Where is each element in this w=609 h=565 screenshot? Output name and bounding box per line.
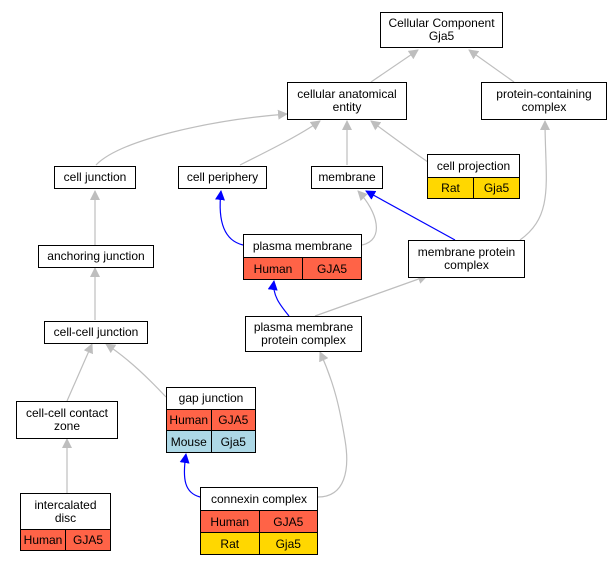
- node-label: plasma membrane protein complex: [253, 320, 354, 347]
- annotation-plasma-membrane: Human GJA5: [243, 257, 362, 280]
- node-plasma-membrane[interactable]: plasma membrane: [243, 234, 362, 258]
- node-label: cellular anatomical entity: [297, 87, 397, 114]
- annotation-connexin-rat: Rat Gja5: [200, 532, 318, 555]
- species-mouse: Mouse: [167, 431, 211, 452]
- edge-plasma-membrane-to-membrane: [357, 190, 377, 246]
- node-anchoring-junction[interactable]: anchoring junction: [38, 245, 154, 268]
- edge-contact-zone-to-cell-cell-junction: [66, 343, 93, 402]
- node-cell-cell-junction[interactable]: cell-cell junction: [44, 321, 148, 344]
- species-rat: Rat: [201, 533, 259, 554]
- annotation-gap-junction-human: Human GJA5: [166, 409, 256, 431]
- node-connexin-complex[interactable]: connexin complex: [200, 487, 318, 511]
- node-cell-junction[interactable]: cell junction: [54, 166, 136, 189]
- edge-cae-to-cellular-component: [370, 49, 419, 83]
- node-membrane-protein-complex[interactable]: membrane protein complex: [408, 240, 525, 278]
- node-cellular-component[interactable]: Cellular Component Gja5: [380, 12, 503, 48]
- edge-pcc-to-cellular-component: [468, 49, 515, 83]
- annotation-connexin-human: Human GJA5: [200, 510, 318, 533]
- node-cell-periphery[interactable]: cell periphery: [178, 166, 267, 189]
- node-cell-cell-contact-zone[interactable]: cell-cell contact zone: [16, 401, 118, 439]
- node-protein-containing-complex[interactable]: protein-containing complex: [481, 82, 607, 120]
- gene-gja5: GJA5: [65, 530, 110, 550]
- edge-connexin-to-gap-junction: [179, 453, 201, 498]
- node-label: plasma membrane: [252, 238, 353, 253]
- edge-mpc-to-membrane: [365, 190, 456, 241]
- species-human: Human: [167, 410, 211, 430]
- edge-plasma-membrane-to-cell-periphery: [215, 190, 244, 246]
- node-label: membrane: [318, 170, 376, 184]
- node-label: membrane protein complex: [417, 245, 516, 272]
- node-label: Cellular Component Gja5: [388, 16, 495, 43]
- edge-cell-projection-to-cae: [370, 120, 429, 163]
- edge-connexin-to-pmpc: [317, 351, 348, 498]
- node-membrane[interactable]: membrane: [311, 166, 383, 189]
- edge-cell-junction-to-cae: [95, 109, 288, 166]
- edge-mpc-to-pcc: [519, 120, 551, 241]
- annotation-intercalated-disc: Human GJA5: [20, 529, 111, 551]
- node-label: cell-cell contact zone: [25, 406, 109, 433]
- node-label: connexin complex: [210, 491, 308, 506]
- gene-gja5: Gja5: [258, 533, 317, 554]
- node-cellular-anatomical-entity[interactable]: cellular anatomical entity: [287, 82, 407, 120]
- edge-pmpc-to-plasma-membrane: [267, 280, 290, 317]
- species-human: Human: [201, 511, 259, 532]
- node-label: intercalated disc: [34, 497, 97, 525]
- gene-gja5: Gja5: [473, 178, 519, 198]
- node-label: anchoring junction: [47, 249, 145, 263]
- node-label: protein-containing complex: [496, 87, 592, 114]
- gene-gja5: GJA5: [258, 511, 317, 532]
- annotation-cell-projection: Rat Gja5: [427, 177, 520, 199]
- species-human: Human: [21, 530, 65, 550]
- edge-cell-periphery-to-cae: [239, 120, 321, 166]
- node-plasma-membrane-protein-complex[interactable]: plasma membrane protein complex: [245, 316, 362, 352]
- node-gap-junction[interactable]: gap junction: [166, 387, 256, 410]
- species-rat: Rat: [428, 178, 473, 198]
- gene-gja5: Gja5: [210, 431, 255, 452]
- node-cell-projection[interactable]: cell projection: [427, 154, 520, 178]
- node-intercalated-disc[interactable]: intercalated disc: [20, 493, 111, 530]
- node-label: cell-cell junction: [53, 325, 139, 339]
- gene-gja5: GJA5: [302, 258, 361, 279]
- node-label: cell junction: [63, 170, 127, 184]
- gene-gja5: GJA5: [210, 410, 255, 430]
- node-label: cell projection: [436, 158, 511, 173]
- edge-pmpc-to-mpc: [314, 274, 428, 317]
- species-human: Human: [244, 258, 302, 279]
- edge-gap-junction-to-cell-cell-junction: [105, 343, 167, 398]
- node-label: gap junction: [178, 391, 244, 405]
- node-label: cell periphery: [186, 170, 259, 184]
- annotation-gap-junction-mouse: Mouse Gja5: [166, 430, 256, 453]
